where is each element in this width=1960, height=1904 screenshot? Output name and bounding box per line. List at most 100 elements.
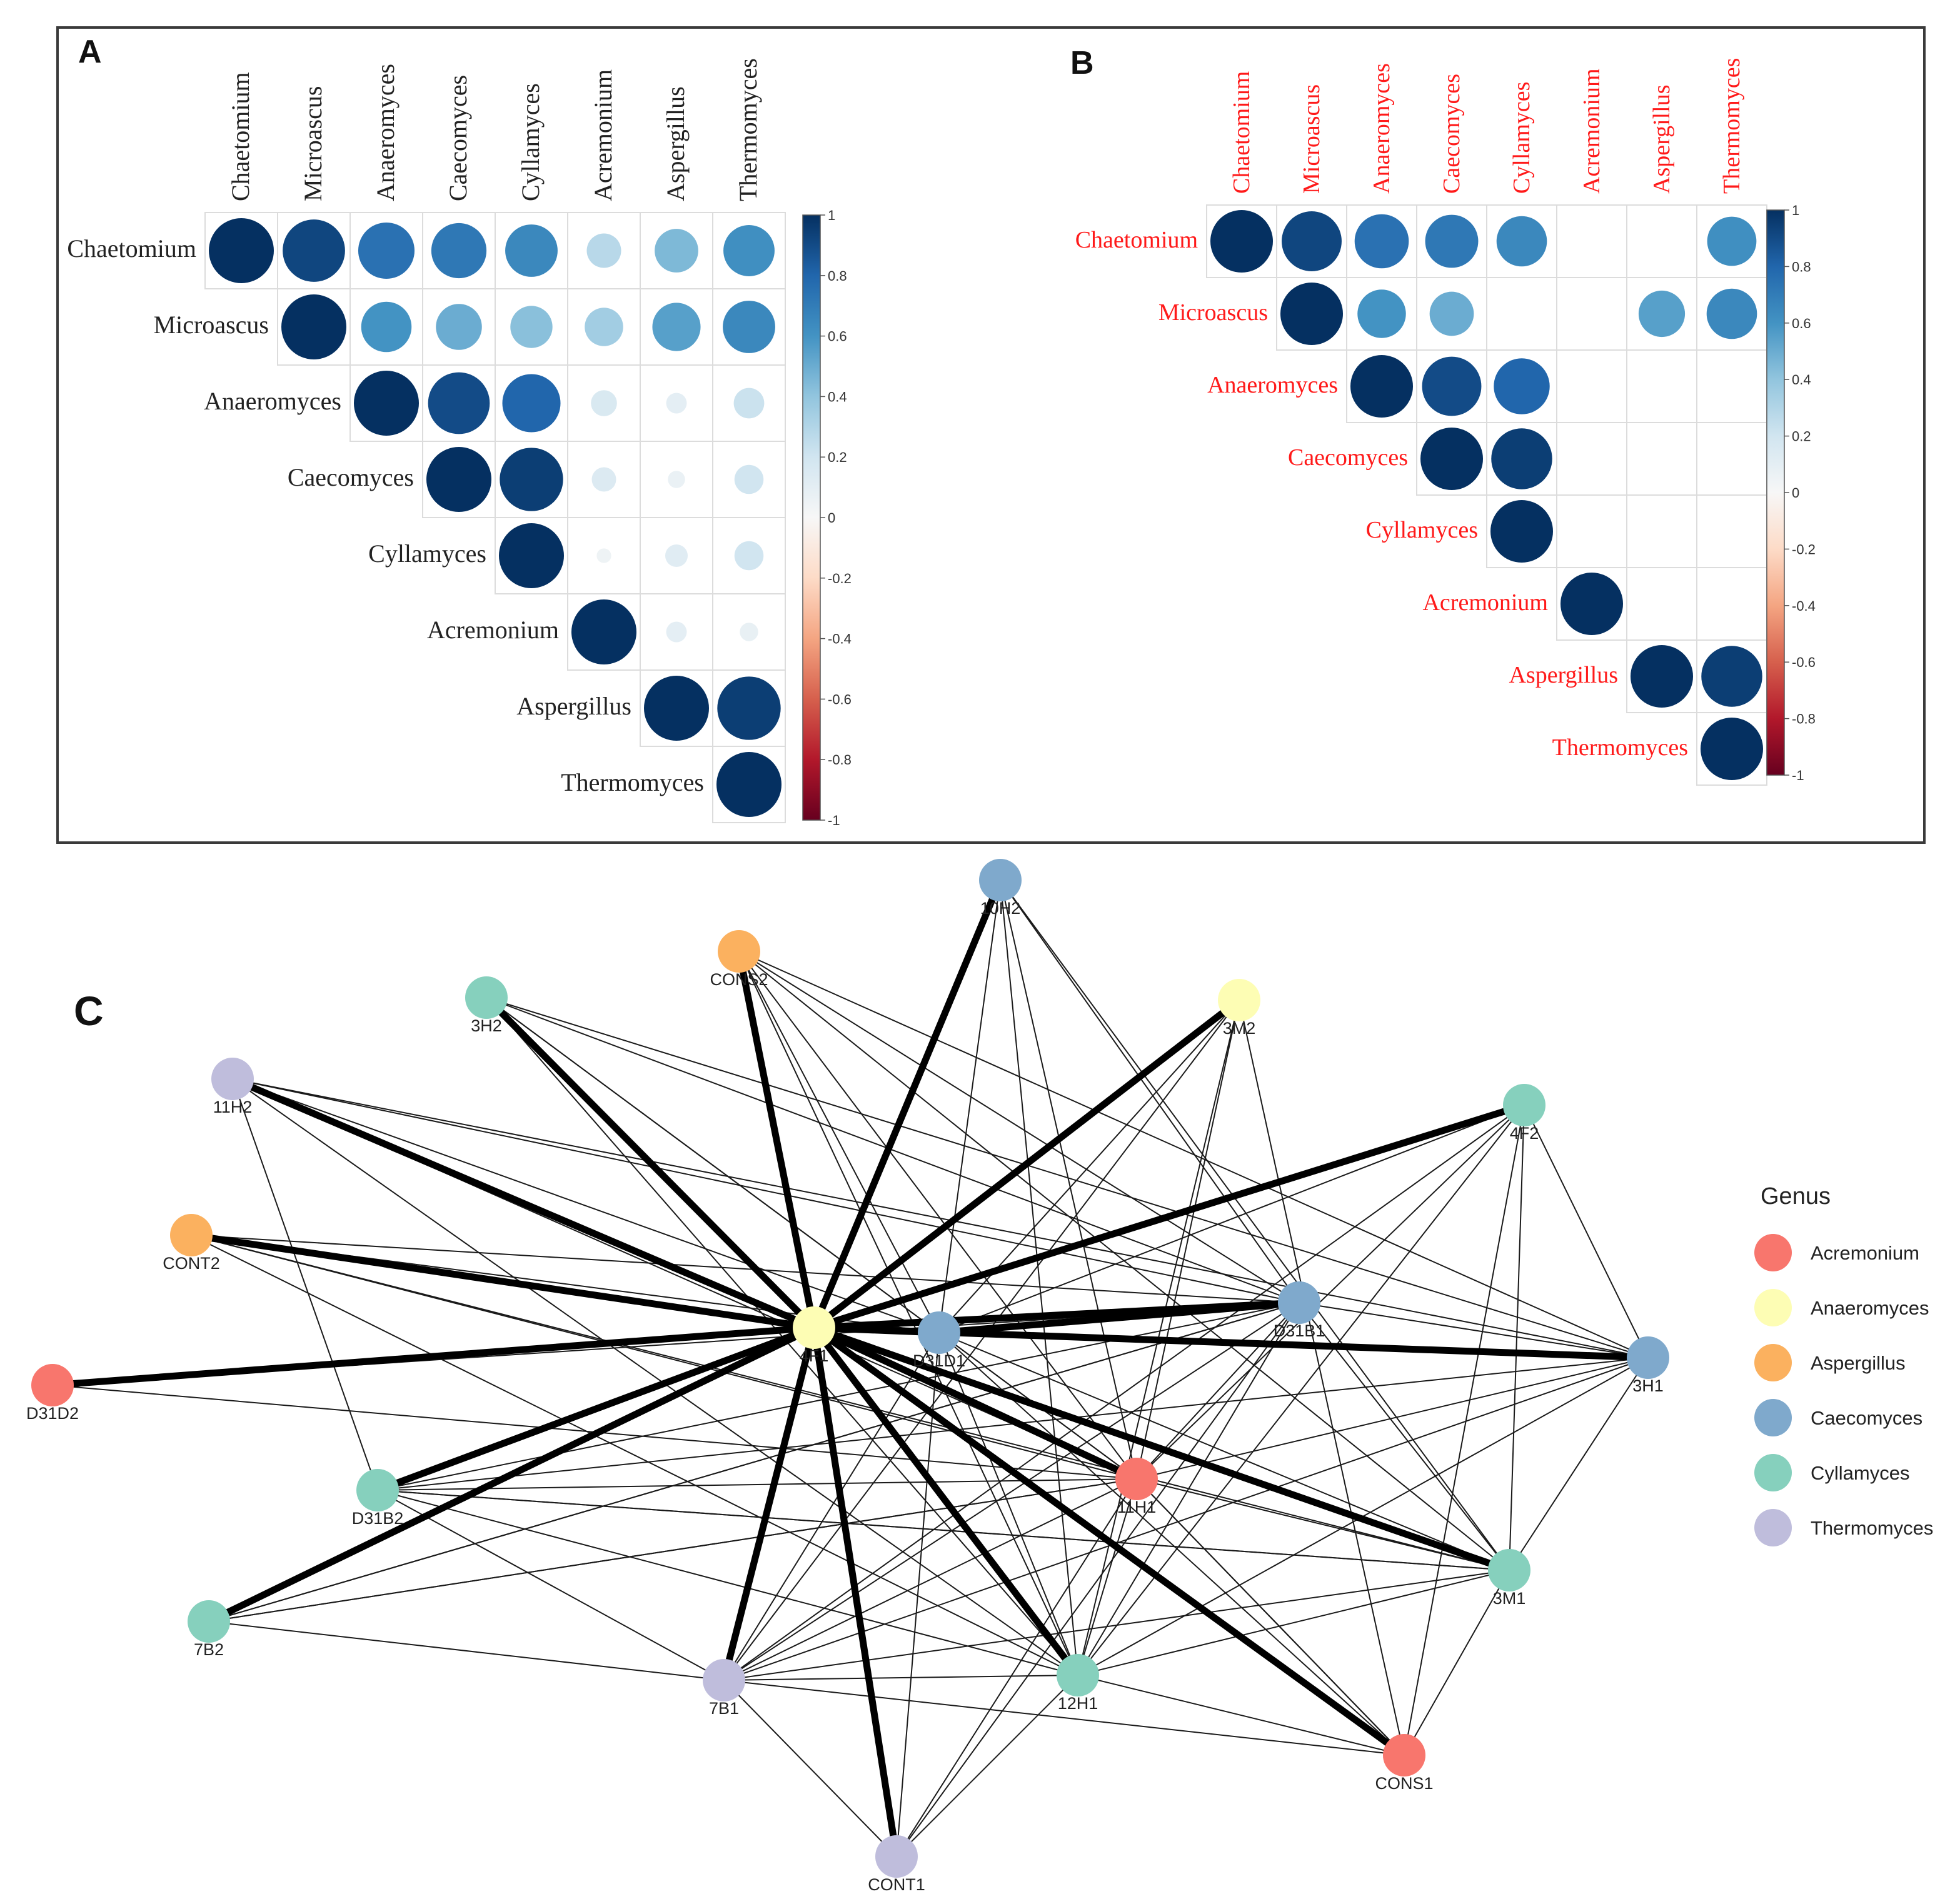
correlation-circle: [358, 222, 415, 279]
column-label: Anaeromyces: [1369, 63, 1395, 194]
network-edge-thick: [374, 1324, 818, 1494]
network-edge-thin: [723, 1680, 897, 1857]
network-edge-thin: [208, 1621, 725, 1681]
network-edge-thin: [232, 1078, 1300, 1303]
legend-swatch: [1754, 1509, 1792, 1546]
network-edge-thick: [810, 1324, 1082, 1679]
network-edge-thin: [723, 1570, 1510, 1681]
correlation-circle: [1425, 214, 1479, 268]
correlation-circle: [733, 388, 765, 419]
correlation-circle: [283, 219, 345, 282]
network-edge-thick: [935, 1299, 1303, 1336]
correlation-circle: [1560, 573, 1623, 635]
colorbar-tick-label: 0.6: [1792, 316, 1811, 331]
colorbar-tick-label: 0.4: [1792, 372, 1811, 388]
network-edge-thin: [938, 1105, 1525, 1333]
network-edge-thin: [938, 1332, 1510, 1571]
column-label: Chaetomium: [1229, 71, 1255, 194]
colorbar-tick-label: 0.8: [828, 268, 847, 284]
network-node: [1488, 1549, 1530, 1591]
correlation-circle: [1282, 211, 1342, 271]
row-label: Thermomyces: [1552, 734, 1688, 761]
column-label: Thermomyces: [1719, 58, 1745, 194]
network-node: [1115, 1458, 1158, 1500]
row-label: Aspergillus: [516, 692, 631, 720]
colorbar-tick-label: -1: [1792, 768, 1804, 783]
legend-label: Thermomyces: [1811, 1517, 1933, 1539]
row-label: Chaetomium: [1075, 227, 1198, 253]
network-edge-thin: [938, 1332, 1405, 1756]
network-edge-thick: [810, 1324, 900, 1860]
network-edge-thin: [1136, 1478, 1510, 1571]
network-node: [703, 1659, 745, 1701]
network-edge-thin: [191, 1235, 1300, 1303]
network-edge-thick: [205, 1324, 818, 1625]
node-label: D31B2: [352, 1509, 404, 1528]
heatmap-cell: [1626, 422, 1697, 496]
legend-label: Cyllamyces: [1811, 1462, 1909, 1484]
correlation-circle: [1494, 358, 1550, 414]
node-label: 11H2: [213, 1098, 253, 1116]
network-edge-thin: [191, 1235, 1510, 1571]
node-label: CONT1: [868, 1875, 925, 1894]
legend-label: Aspergillus: [1811, 1352, 1906, 1374]
column-label: Aspergillus: [1649, 84, 1675, 194]
network-node: [918, 1311, 960, 1354]
correlation-circle: [431, 223, 487, 279]
node-label: 11H1: [1117, 1498, 1157, 1516]
network-edge-thin: [1136, 1478, 1405, 1756]
node-label: CONS1: [1375, 1774, 1433, 1793]
network-node: [979, 859, 1022, 901]
legend-swatch: [1754, 1399, 1792, 1436]
network-edge-thin: [377, 1302, 1300, 1491]
legend-swatch: [1754, 1344, 1792, 1381]
colorbar-tick-label: 0: [1792, 485, 1799, 501]
network-edge-thin: [896, 1675, 1078, 1857]
legend-label: Caecomyces: [1811, 1407, 1922, 1429]
network-edge-thin: [191, 1235, 1078, 1676]
correlation-circle: [499, 523, 564, 588]
row-label: Microascus: [1158, 299, 1268, 326]
correlation-circle: [1422, 356, 1482, 416]
network-edge-thick: [810, 1324, 1140, 1483]
correlation-circle: [209, 218, 274, 283]
correlation-circle: [591, 467, 616, 492]
row-label: Caecomyces: [1288, 444, 1408, 471]
network-edge-thick: [735, 948, 818, 1331]
legend-label: Acremonium: [1811, 1242, 1919, 1264]
correlation-circle: [1490, 500, 1553, 563]
correlation-circle: [1707, 216, 1757, 266]
network-edge-thin: [1077, 1302, 1300, 1676]
node-label: 10H2: [980, 899, 1021, 918]
colorbar: [1766, 209, 1785, 776]
row-label: Caecomyces: [288, 463, 414, 491]
heatmap-cell: [1556, 422, 1627, 496]
heatmap-cell: [1556, 494, 1627, 568]
correlation-circle: [644, 676, 709, 741]
colorbar-tick-label: 0.2: [828, 449, 847, 465]
correlation-circle: [655, 229, 698, 273]
network-node: [465, 976, 508, 1019]
column-label: Caecomyces: [444, 75, 472, 201]
network-edge-thin: [1136, 1000, 1240, 1480]
correlation-circle: [1638, 290, 1686, 338]
correlation-circle: [734, 464, 764, 494]
correlation-circle: [668, 471, 685, 488]
node-label: 7B2: [194, 1640, 224, 1659]
network-node: [793, 1306, 835, 1349]
network-edge-thin: [377, 1490, 1078, 1676]
colorbar-tick-label: -0.8: [1792, 711, 1816, 727]
row-label: Anaeromyces: [204, 387, 341, 415]
colorbar-tick-label: 1: [828, 208, 835, 223]
correlation-circle: [586, 233, 621, 268]
network-edge-thin: [738, 951, 1078, 1676]
correlation-circle: [1350, 355, 1413, 418]
column-label: Aspergillus: [661, 86, 690, 201]
node-label: 3H2: [471, 1016, 502, 1035]
correlation-circle: [361, 301, 412, 353]
correlation-circle: [436, 304, 482, 350]
network-node: [1278, 1281, 1320, 1324]
node-label: 7B1: [709, 1699, 739, 1718]
